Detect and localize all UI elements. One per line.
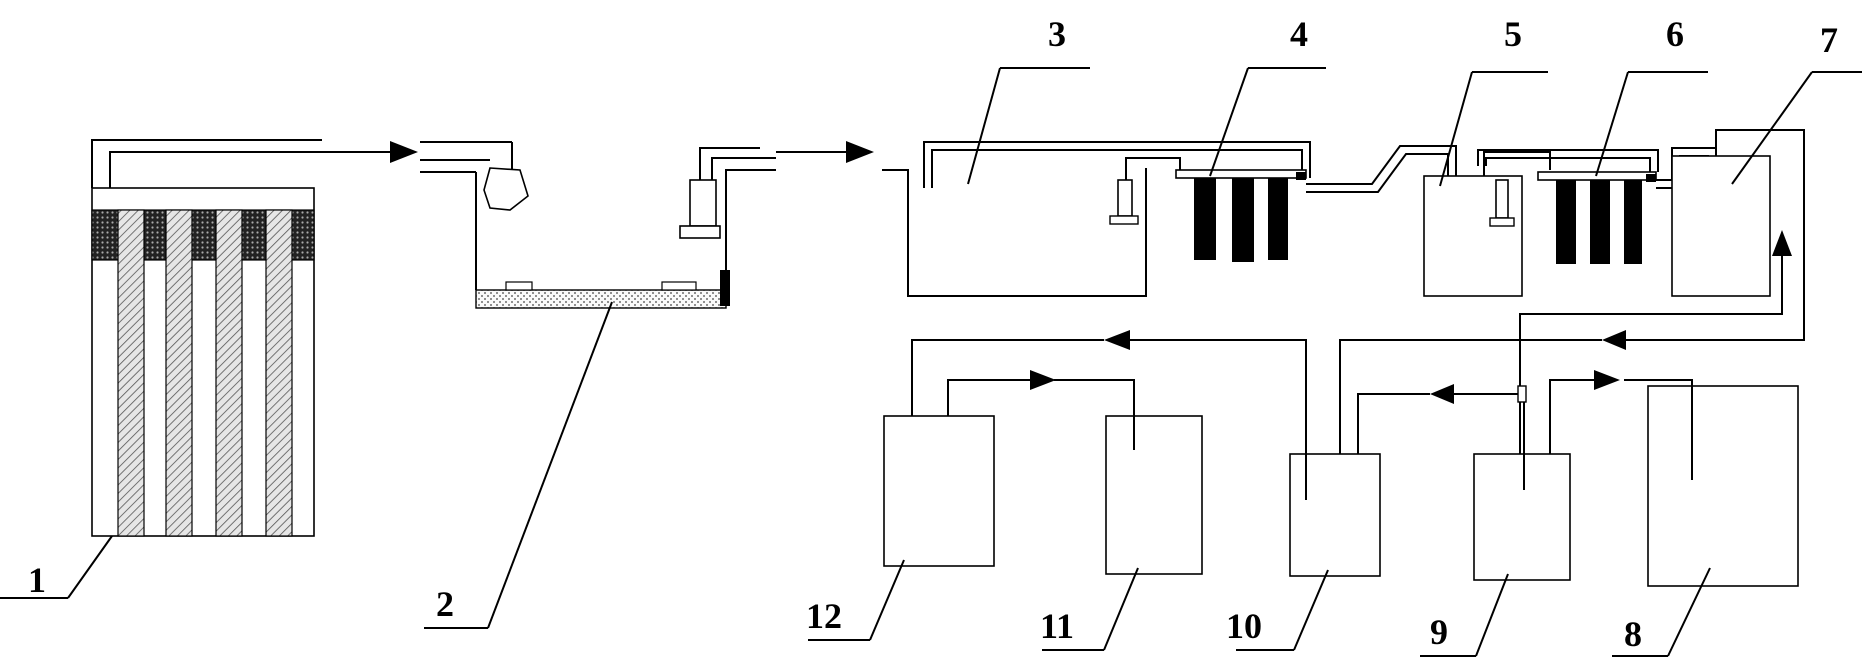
label-1: 1 — [28, 560, 46, 600]
arrow-icon — [1030, 370, 1056, 390]
arrow-icon — [846, 141, 874, 163]
component-4-electrodes — [1194, 178, 1288, 262]
component-7-tank — [1339, 129, 1805, 508]
label-8: 8 — [1624, 614, 1642, 654]
component-3-tank — [882, 141, 1311, 297]
label-3: 3 — [1048, 14, 1066, 54]
arrow-icon — [1602, 330, 1626, 350]
label-5: 5 — [1504, 14, 1522, 54]
label-6: 6 — [1666, 14, 1684, 54]
label-4: 4 — [1290, 14, 1308, 54]
arrow-icon — [1430, 384, 1454, 404]
label-2: 2 — [436, 584, 454, 624]
component-2-tray — [420, 141, 874, 309]
component-8-tank — [1549, 370, 1799, 587]
arrow-icon — [1104, 330, 1130, 350]
arrow-icon — [390, 141, 418, 163]
component-labels: 1 2 3 4 5 6 7 8 9 10 11 12 — [28, 14, 1838, 654]
component-1-reactor — [91, 139, 418, 537]
label-7: 7 — [1820, 20, 1838, 60]
component-5-tank — [1423, 151, 1551, 297]
component-11-tank — [947, 370, 1203, 575]
label-9: 9 — [1430, 612, 1448, 652]
arrow-icon — [1594, 370, 1620, 390]
component-9-tank — [1357, 384, 1571, 581]
label-11: 11 — [1040, 606, 1074, 646]
component-12-tank — [883, 415, 995, 567]
arrow-icon — [1772, 230, 1792, 256]
label-12: 12 — [806, 596, 842, 636]
component-10-tank — [911, 330, 1381, 577]
leader-lines — [0, 67, 1862, 657]
label-10: 10 — [1226, 606, 1262, 646]
